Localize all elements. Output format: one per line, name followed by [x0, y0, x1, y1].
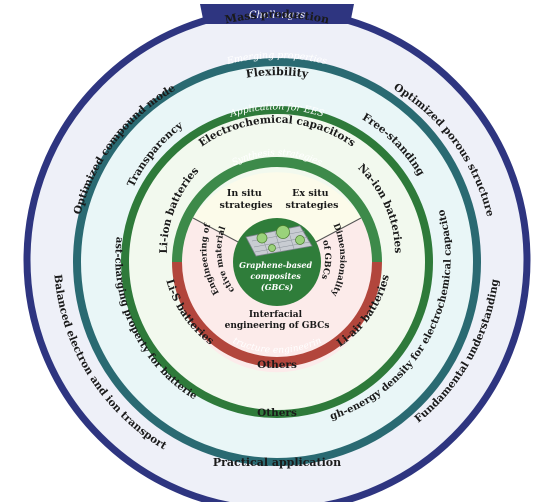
em-flexibility: Flexibility: [245, 65, 310, 81]
ch-mass-production: Mass production: [224, 8, 331, 27]
challenges-title: Challenges: [249, 10, 305, 21]
divider-right: [313, 217, 362, 244]
structure-band: [172, 261, 382, 367]
challenges-title-tab: [200, 4, 354, 24]
in-situ-label: In situ strategies: [220, 188, 273, 211]
graphene-sheet-icon: [245, 225, 313, 257]
center-label: Graphene-based composites (GBCs): [239, 260, 315, 292]
synthesis-band: [172, 157, 382, 263]
app-others: Others: [257, 359, 297, 371]
dimensionality-label-2: of GBCs: [319, 239, 332, 281]
ex-situ-label: Ex situ strategies: [286, 188, 339, 211]
divider-left: [192, 217, 241, 244]
interfacial-label: Interfacial engineering of GBCs: [225, 310, 330, 331]
em-others: Others: [257, 407, 297, 419]
ch-practical-application: Practical application: [213, 456, 341, 469]
synthesis-sector: [193, 172, 361, 262]
